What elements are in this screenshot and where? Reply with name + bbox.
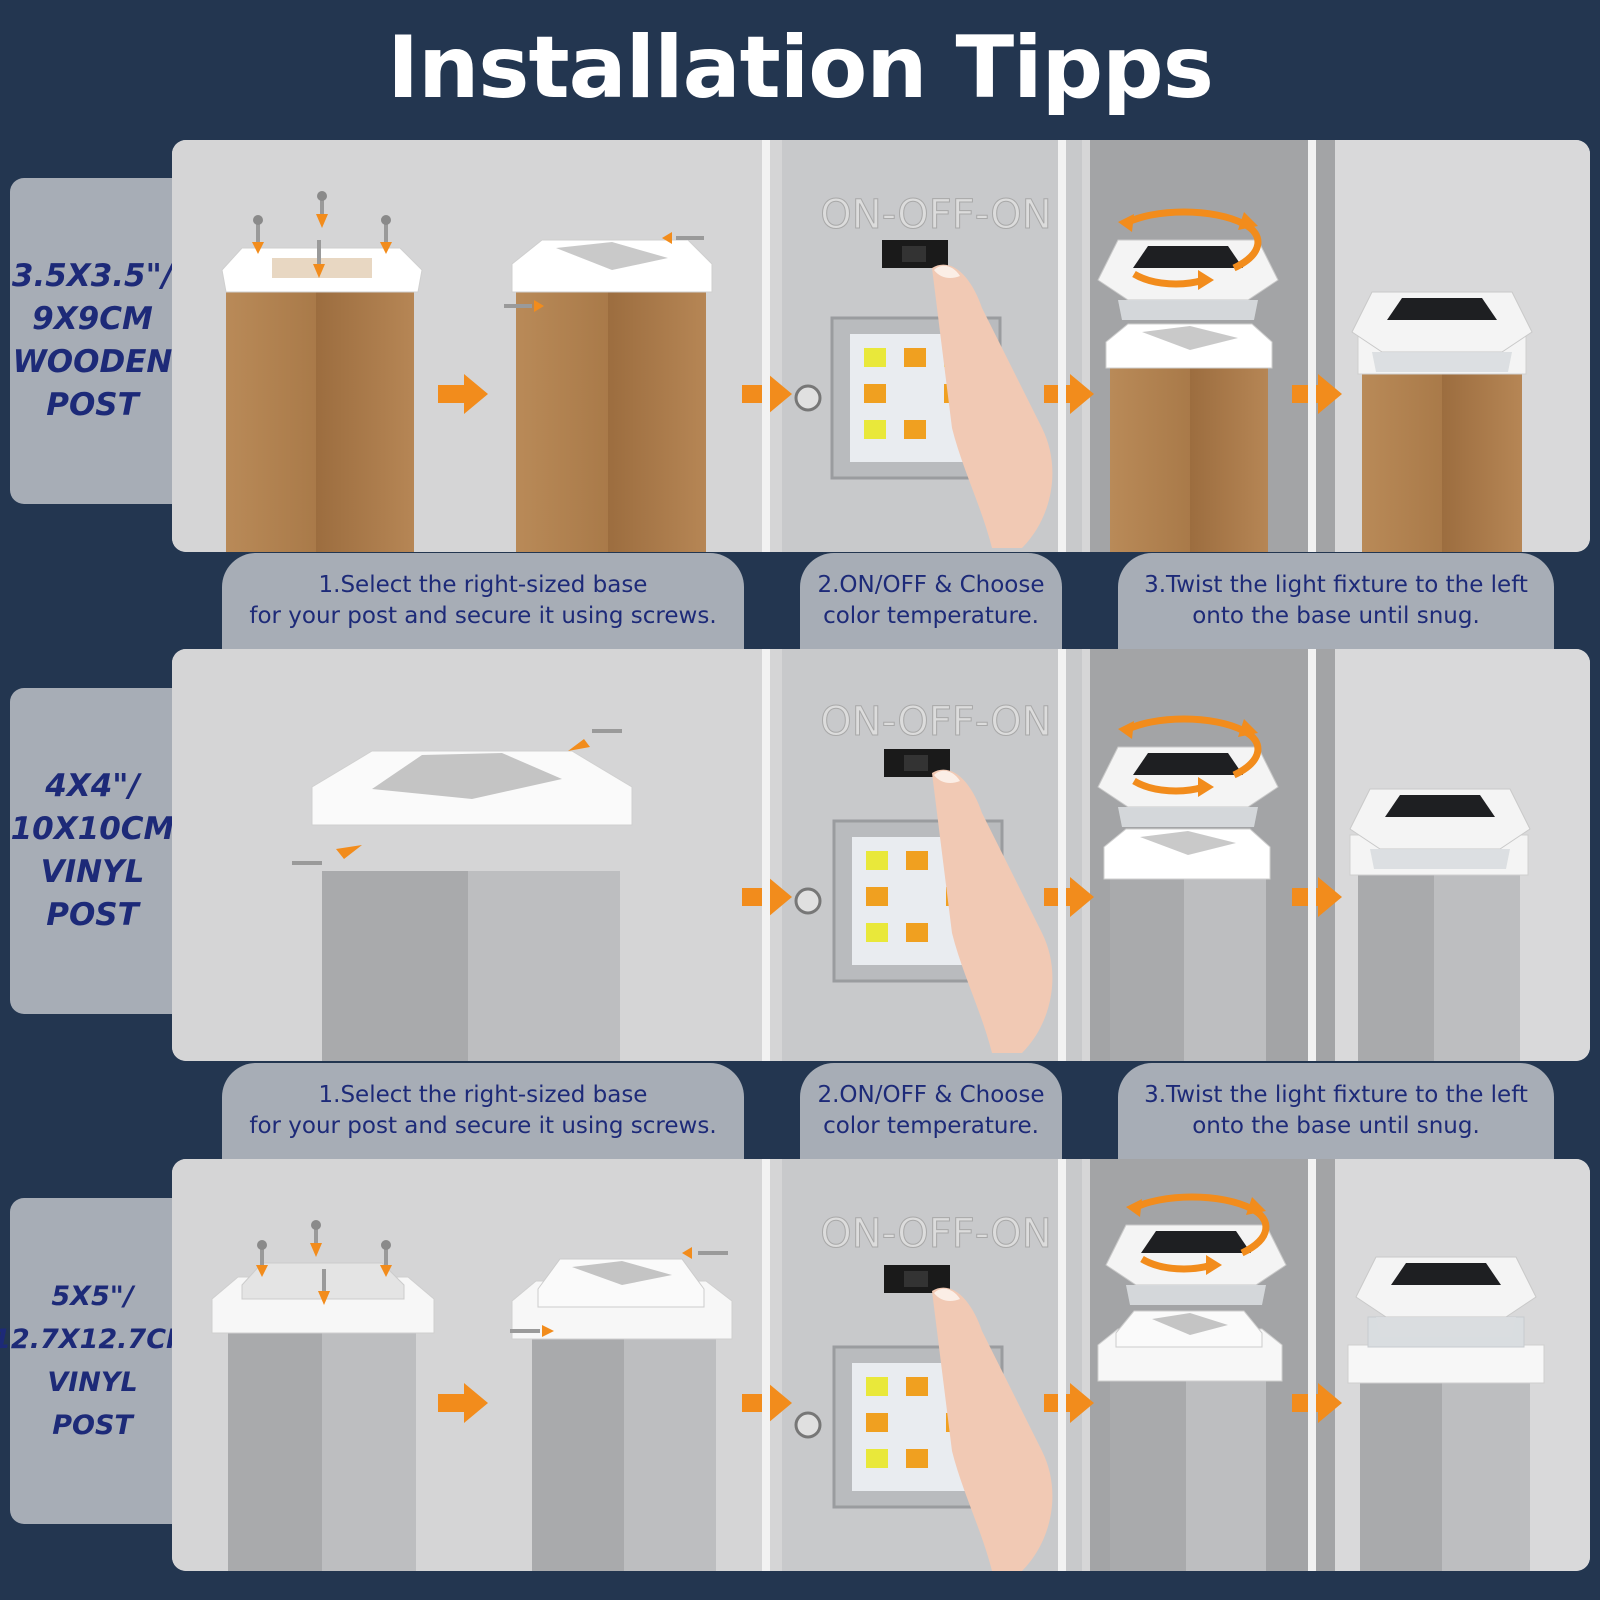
wooden-post (226, 290, 316, 552)
divider (762, 1159, 770, 1571)
divider (1308, 1159, 1316, 1571)
vinyl-post (1358, 875, 1434, 1061)
wooden-post (1362, 370, 1442, 552)
label-line: 10X10CM (10, 811, 175, 847)
divider (1058, 140, 1066, 552)
label-line: VINYL (47, 1367, 138, 1398)
label-line: WOODEN (12, 344, 173, 380)
caption-line: 3.Twist the light fixture to the left (1144, 572, 1528, 598)
caption-line: for your post and secure it using screws… (249, 1113, 717, 1139)
caption-step2: 2.ON/OFF & Choose color temperature. (800, 553, 1062, 649)
label-line: 4X4"/ (45, 768, 140, 804)
wooden-post (1110, 366, 1190, 552)
caption-line: color temperature. (823, 1113, 1039, 1139)
page-title: Installation Tipps (387, 18, 1214, 118)
caption-step3: 3.Twist the light fixture to the left ont… (1118, 1063, 1554, 1159)
caption-line: onto the base until snug. (1192, 603, 1480, 629)
caption-line: 2.ON/OFF & Choose (817, 572, 1045, 598)
caption-step2: 2.ON/OFF & Choose color temperature. (800, 1063, 1062, 1159)
solar-panel-icon (1355, 1256, 1537, 1338)
screw-icon (380, 215, 392, 254)
divider (1308, 649, 1316, 1061)
label-line: 5X5"/ (51, 1281, 134, 1312)
screw-icon (310, 1220, 322, 1257)
vinyl-post (322, 871, 468, 1061)
screw-icon (292, 845, 362, 865)
screw-icon (318, 1269, 330, 1305)
caption-line: 1.Select the right-sized base (318, 1082, 648, 1108)
caption-line: color temperature. (823, 603, 1039, 629)
switch-label: ON-OFF-ON (820, 1211, 1051, 1257)
switch-label: ON-OFF-ON (820, 192, 1051, 238)
post-size-label-3: 5X5"/ 12.7X12.7CM VINYL POST (0, 1198, 193, 1524)
installation-row-vinyl-5x5: ON-OFF-ON (172, 1159, 1590, 1571)
vinyl-post (1360, 1381, 1442, 1571)
caption-line: 3.Twist the light fixture to the left (1144, 1082, 1528, 1108)
post-size-label-1: 3.5X3.5"/ 9X9CM WOODEN POST (10, 178, 175, 504)
screw-icon (504, 300, 544, 312)
screw-icon (568, 729, 622, 751)
divider (1058, 649, 1066, 1061)
divider (762, 140, 770, 552)
label-line: POST (52, 1410, 133, 1441)
caption-line: onto the base until snug. (1192, 1113, 1480, 1139)
label-line: 3.5X3.5"/ (11, 258, 174, 294)
switch-label: ON-OFF-ON (820, 699, 1051, 745)
divider (762, 649, 770, 1061)
label-line: 9X9CM (32, 301, 153, 337)
label-line: POST (46, 897, 139, 933)
screw-icon (682, 1247, 728, 1259)
vinyl-post-illustration: ON-OFF-ON (172, 1159, 1590, 1571)
wooden-post-illustration: ON-OFF-ON (172, 140, 1590, 552)
installation-row-wooden: ON-OFF-ON (172, 140, 1590, 552)
label-line: POST (46, 387, 139, 423)
divider (1308, 140, 1316, 552)
screw-icon (252, 215, 264, 254)
solar-panel-icon (1349, 788, 1531, 870)
caption-line: 1.Select the right-sized base (318, 572, 648, 598)
post-size-label-2: 4X4"/ 10X10CM VINYL POST (10, 688, 175, 1014)
solar-panel-icon (1351, 291, 1533, 373)
vinyl-post (1110, 1379, 1186, 1571)
installation-row-vinyl-4x4: ON-OFF-ON (172, 649, 1590, 1061)
screw-icon (510, 1325, 554, 1337)
caption-step1: 1.Select the right-sized base for your po… (222, 553, 744, 649)
vinyl-post-illustration: ON-OFF-ON (172, 649, 1590, 1061)
vinyl-post (228, 1331, 322, 1571)
wooden-post (516, 290, 608, 552)
caption-line: for your post and secure it using screws… (249, 603, 717, 629)
vinyl-post (1110, 875, 1184, 1061)
screw-icon (256, 1240, 268, 1277)
screw-icon (380, 1240, 392, 1277)
caption-step1: 1.Select the right-sized base for your po… (222, 1063, 744, 1159)
caption-line: 2.ON/OFF & Choose (817, 1082, 1045, 1108)
screw-icon (313, 240, 325, 278)
label-line: 12.7X12.7CM (0, 1324, 193, 1355)
caption-step3: 3.Twist the light fixture to the left ont… (1118, 553, 1554, 649)
label-line: VINYL (40, 854, 145, 890)
vinyl-post (532, 1339, 624, 1571)
screw-icon (316, 191, 328, 228)
divider (1058, 1159, 1066, 1571)
screw-icon (662, 232, 704, 244)
